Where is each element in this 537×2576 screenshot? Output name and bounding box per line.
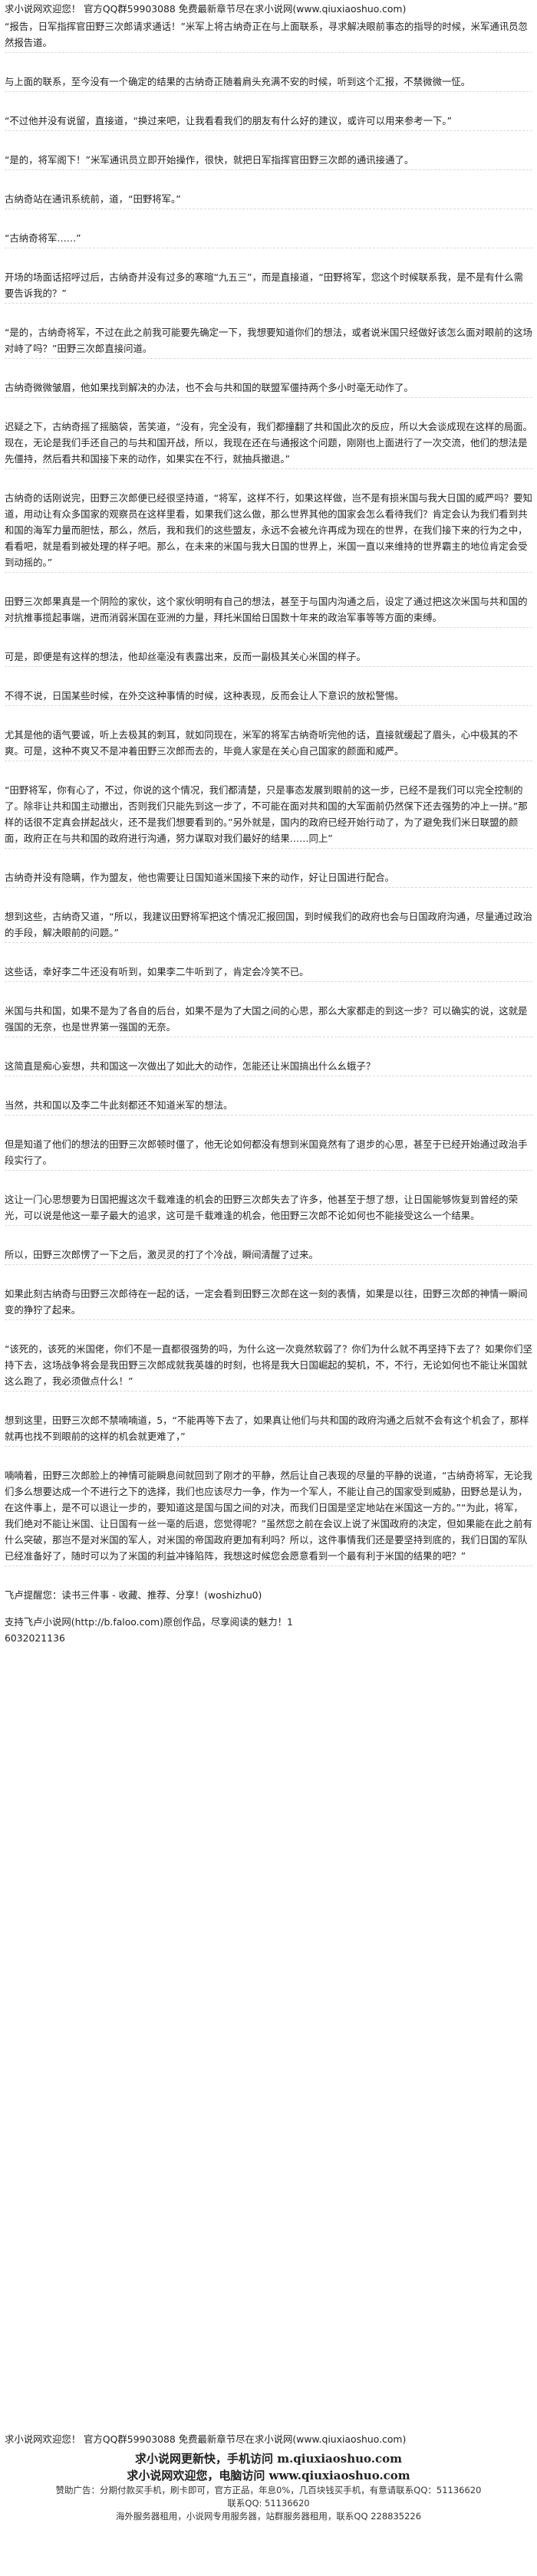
article-paragraph: “不过他并没有说留，直接道，“换过来吧，让我看看我们的朋友有什么好的建议，或许可…: [5, 113, 532, 131]
support-line-1: 支持飞卢小说网(http://b.faloo.com)原创作品，尽享阅读的魅力！…: [5, 1616, 293, 1628]
article-paragraph: 如果此刻古纳奇与田野三次郎待在一起的话，一定会看到田野三次郎在这一刻的表情，如果…: [5, 1286, 532, 1320]
article-paragraph: 米国与共和国，如果不是为了各自的后台，如果不是为了大国之间的心思，那么大家都走的…: [5, 1003, 532, 1037]
article-paragraph: “是的，古纳奇将军，不过在此之前我可能要先确定一下，我想要知道你们的想法，或者说…: [5, 324, 532, 359]
article-paragraph: “报告，日军指挥官田野三次郎请求通话！”米军上将古纳奇正在与上面联系，寻求解决眼…: [5, 18, 532, 53]
article-paragraph: “田野将军，你有心了，不过，你说的这个情况，我们都清楚，只是事态发展到眼前的这一…: [5, 782, 532, 849]
article-paragraph: 可是，即便是有这样的想法，他却丝毫没有表露出来，反而一副极其关心米国的样子。: [5, 649, 532, 667]
article-paragraph: 但是知道了他们的想法的田野三次郎顿时僵了，他无论如何都没有想到米国竟然有了退步的…: [5, 1136, 532, 1171]
article-paragraph: 田野三次郎果真是一个阴险的家伙，这个家伙明明有自己的想法，甚至于与国内沟通之后，…: [5, 593, 532, 628]
footer-contact-line: 联系QQ: 51136620: [227, 2498, 310, 2509]
footer-desktop-title: 求小说网欢迎您，电脑访问 www.qiuxiaoshuo.com: [127, 2469, 410, 2482]
footer-mobile-title: 求小说网更新快，手机访问 m.qiuxiaoshuo.com: [134, 2452, 402, 2466]
article-paragraph: 古纳奇的话刚说完，田野三次郎便已经很坚持道，“将军，这样不行，如果这样做，岂不是…: [5, 490, 532, 573]
article-paragraph: 古纳奇微微皱眉，他如果找到解决的办法，也不会与共和国的联盟军僵持两个多小时毫无动…: [5, 380, 532, 398]
footer-ad-line: 赞助广告：分期付款买手机，刷卡即可，官方正品，年息0%，几百块钱买手机，有意请联…: [55, 2485, 482, 2496]
article-content: “报告，日军指挥官田野三次郎请求通话！”米军上将古纳奇正在与上面联系，寻求解决眼…: [5, 18, 532, 1566]
article-paragraph: 与上面的联系，至今没有一个确定的结果的古纳奇正随着肩头充满不安的时候，听到这个汇…: [5, 74, 532, 92]
site-header-text: 求小说网欢迎您！ 官方QQ群59903088 免费最新章节尽在求小说网(www.…: [5, 3, 407, 15]
article-paragraph: 这让一门心思想要为日国把握这次千载难逢的机会的田野三次郎失去了许多，他甚至于想了…: [5, 1191, 532, 1226]
article-paragraph: 古纳奇并没有隐瞒，作为盟友，他也需要让日国知道米国接下来的动作，好让日国进行配合…: [5, 869, 532, 888]
article-paragraph: 尤其是他的语气要诚，听上去极其的刺耳，就如同现在，米军的将军古纳奇听完他的话，直…: [5, 727, 532, 761]
article-paragraph: 不得不说，日国某些时候，在外交这种事情的时候，这种表现，反而会让人下意识的放松警…: [5, 688, 532, 706]
article-paragraph: 所以，田野三次郎愣了一下之后，激灵灵的打了个冷战，瞬间清醒了过来。: [5, 1247, 532, 1265]
article-paragraph: “是的，将军阁下！”米军通讯员立即开始操作，很快，就把日军指挥官田野三次郎的通讯…: [5, 152, 532, 170]
support-line-2: 6032021136: [5, 1632, 65, 1644]
footer-header-text: 求小说网欢迎您！ 官方QQ群59903088 免费最新章节尽在求小说网(www.…: [5, 2433, 407, 2445]
site-footer: 求小说网欢迎您！ 官方QQ群59903088 免费最新章节尽在求小说网(www.…: [5, 2432, 532, 2523]
article-paragraph: 这简直是痴心妄想，共和国这一次做出了如此大的动作，怎能还让米国搞出什么幺蛾子？: [5, 1058, 532, 1076]
article-paragraph: 迟疑之下，古纳奇摇了摇脑袋，苦笑道，“没有，完全没有，我们都撞翻了共和国此次的反…: [5, 419, 532, 469]
article-paragraph: 这些话，幸好李二牛还没有听到，如果李二牛听到了，肯定会冷笑不已。: [5, 964, 532, 982]
document: 求小说网欢迎您！ 官方QQ群59903088 免费最新章节尽在求小说网(www.…: [5, 2, 532, 1666]
article-paragraph: 古纳奇站在通讯系统前，道，“田野将军。”: [5, 191, 532, 209]
support-note: 支持飞卢小说网(http://b.faloo.com)原创作品，尽享阅读的魅力！…: [5, 1614, 532, 1646]
footer-hosting-line: 海外服务器租用，小说网专用服务器，站群服务器租用，联系QQ 228835226: [115, 2511, 422, 2522]
article-paragraph: “该死的，该死的米国佬，你们不是一直都很强势的吗，为什么这一次竟然软弱了？你们为…: [5, 1341, 532, 1392]
article-paragraph: 开场的场面话招呼过后，古纳奇并没有过多的寒暄“九五三”，而是直接道，“田野将军，…: [5, 269, 532, 304]
sign-off-text: 飞卢提醒您：读书三件事 - 收藏、推荐、分享！(woshizhu0): [5, 1589, 262, 1601]
article-paragraph: 喃喃着，田野三次郎脸上的神情可能瞬息间就回到了刚才的平静，然后让自己表现的尽量的…: [5, 1467, 532, 1566]
article-paragraph: 想到这里，田野三次郎不禁喃喃道，5，“不能再等下去了，如果真让他们与共和国的政府…: [5, 1412, 532, 1447]
article-paragraph: 当然，共和国以及李二牛此刻都还不知道米军的想法。: [5, 1097, 532, 1116]
article-paragraph: 想到这些，古纳奇又道，“所以，我建议田野将军把这个情况汇报回国，到时候我们的政府…: [5, 909, 532, 943]
footer-info-block: 求小说网更新快，手机访问 m.qiuxiaoshuo.com 求小说网欢迎您，电…: [5, 2450, 532, 2523]
article-paragraph: “古纳奇将军……”: [5, 230, 532, 248]
